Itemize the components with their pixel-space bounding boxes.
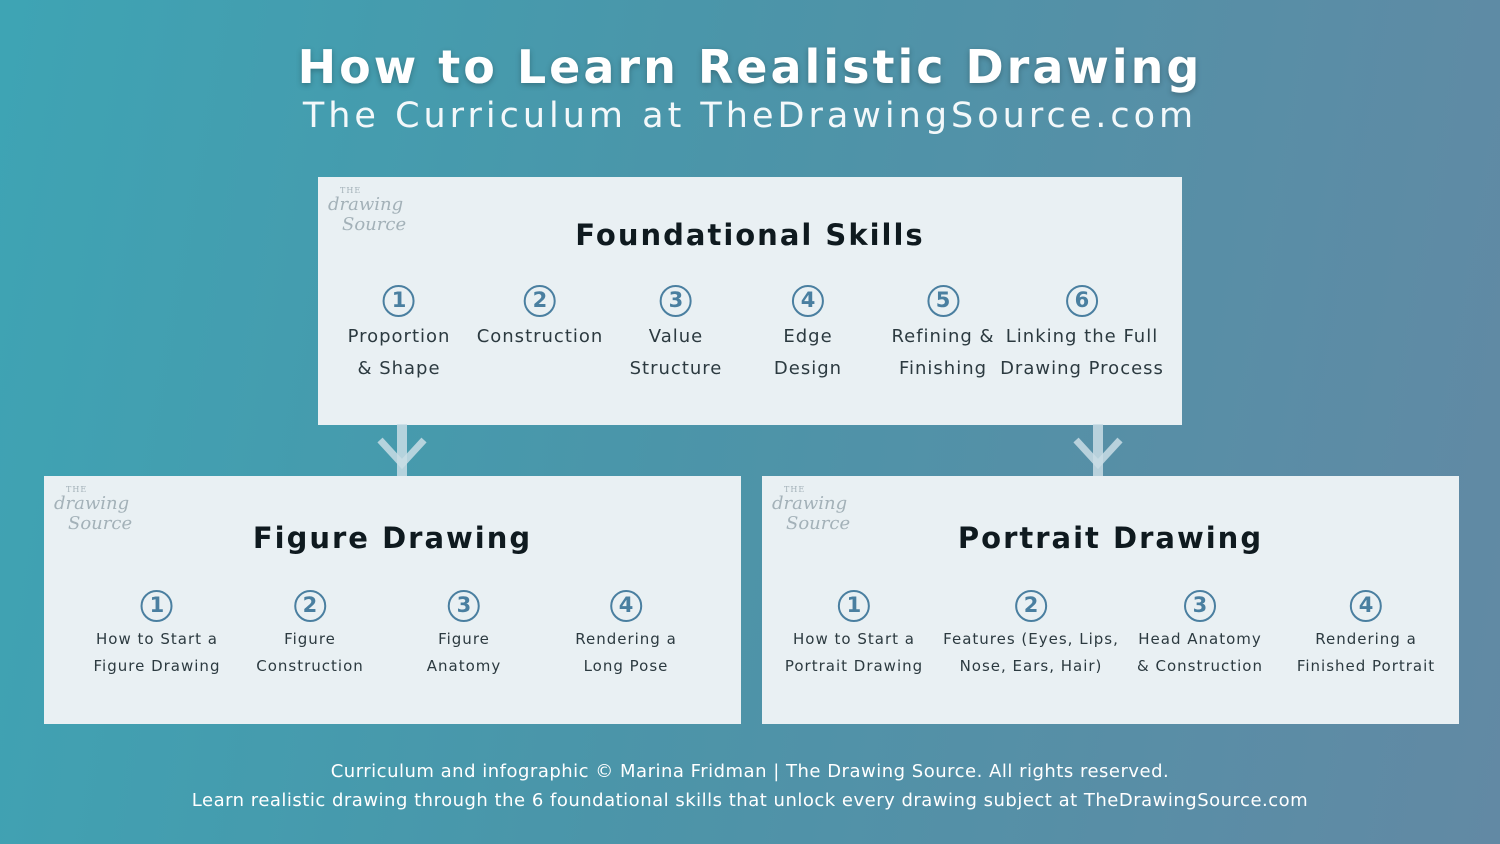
- step-label: Design: [773, 358, 843, 379]
- step-label: Nose, Ears, Hair): [959, 657, 1103, 675]
- step-label: Proportion: [347, 326, 451, 347]
- step-label: Construction: [476, 326, 604, 347]
- step-number-badge: 4: [792, 285, 824, 317]
- step-label: Rendering a: [575, 630, 677, 648]
- step-label: Linking the Full: [1005, 326, 1159, 347]
- foundational-step-6: 6 Linking the Full Drawing Process: [1000, 285, 1164, 381]
- step-number-badge: 3: [447, 590, 480, 622]
- portrait-drawing-card: THE drawing Source Portrait Drawing 1 Ho…: [762, 476, 1459, 724]
- step-label: How to Start a: [793, 630, 915, 648]
- step-number-badge: 1: [140, 590, 173, 622]
- foundational-step-5: 5 Refining & Finishing: [891, 285, 994, 381]
- step-number-badge: 2: [293, 590, 326, 622]
- figure-step-2: 2 Figure Construction: [256, 590, 364, 676]
- step-label: Refining &: [891, 326, 995, 347]
- page-subtitle: The Curriculum at TheDrawingSource.com: [302, 96, 1198, 136]
- step-label: Edge: [783, 326, 833, 347]
- page-title: How to Learn Realistic Drawing: [297, 40, 1203, 94]
- step-label: Features (Eyes, Lips,: [943, 630, 1119, 648]
- foundational-step-4: 4 Edge Design: [774, 285, 842, 381]
- foundational-skills-card: THE drawing Source Foundational Skills 1…: [318, 177, 1182, 425]
- foundational-step-3: 3 Value Structure: [630, 285, 723, 381]
- figure-drawing-title: Figure Drawing: [252, 521, 533, 555]
- step-label: Long Pose: [583, 657, 669, 675]
- step-number-badge: 1: [837, 590, 870, 622]
- step-label: Figure: [438, 630, 490, 648]
- portrait-step-4: 4 Rendering a Finished Portrait: [1297, 590, 1435, 676]
- step-label: Figure: [284, 630, 336, 648]
- foundational-skills-title: Foundational Skills: [575, 218, 925, 252]
- drawing-source-logo: THE drawing Source: [772, 485, 851, 534]
- portrait-step-2: 2 Features (Eyes, Lips, Nose, Ears, Hair…: [943, 590, 1119, 676]
- drawing-source-logo: THE drawing Source: [328, 186, 407, 235]
- step-number-badge: 5: [927, 285, 959, 317]
- step-label: Finished Portrait: [1296, 657, 1436, 675]
- footer-tagline: Learn realistic drawing through the 6 fo…: [191, 790, 1309, 811]
- step-number-badge: 1: [383, 285, 415, 317]
- portrait-step-3: 3 Head Anatomy & Construction: [1137, 590, 1263, 676]
- step-number-badge: 4: [1350, 590, 1382, 622]
- step-label: Head Anatomy: [1138, 630, 1262, 648]
- step-number-badge: 6: [1065, 285, 1098, 317]
- figure-drawing-card: THE drawing Source Figure Drawing 1 How …: [44, 476, 741, 724]
- step-label: How to Start a: [96, 630, 218, 648]
- foundational-step-1: 1 Proportion & Shape: [348, 285, 451, 381]
- down-arrow-icon: [1073, 424, 1123, 476]
- step-label: Rendering a: [1315, 630, 1417, 648]
- step-label: Drawing Process: [1000, 358, 1164, 379]
- figure-step-4: 4 Rendering a Long Pose: [575, 590, 677, 676]
- step-label: Figure Drawing: [93, 657, 221, 675]
- foundational-step-2: 2 Construction: [477, 285, 604, 357]
- drawing-source-logo: THE drawing Source: [54, 485, 133, 534]
- step-number-badge: 2: [1015, 590, 1047, 622]
- step-number-badge: 4: [610, 590, 642, 622]
- figure-step-3: 3 Figure Anatomy: [427, 590, 502, 676]
- step-label: & Construction: [1137, 657, 1263, 675]
- footer-copyright: Curriculum and infographic © Marina Frid…: [330, 761, 1170, 782]
- step-number-badge: 2: [523, 285, 556, 317]
- figure-step-1: 1 How to Start a Figure Drawing: [94, 590, 221, 676]
- step-label: Structure: [629, 358, 723, 379]
- down-arrow-icon: [377, 424, 427, 476]
- step-label: & Shape: [357, 358, 441, 379]
- step-label: Anatomy: [426, 657, 502, 675]
- step-label: Finishing: [898, 358, 988, 379]
- step-number-badge: 3: [659, 285, 692, 317]
- step-number-badge: 3: [1183, 590, 1216, 622]
- step-label: Construction: [256, 657, 364, 675]
- portrait-drawing-title: Portrait Drawing: [957, 521, 1264, 555]
- step-label: Portrait Drawing: [784, 657, 924, 675]
- step-label: Value: [648, 326, 704, 347]
- portrait-step-1: 1 How to Start a Portrait Drawing: [785, 590, 923, 676]
